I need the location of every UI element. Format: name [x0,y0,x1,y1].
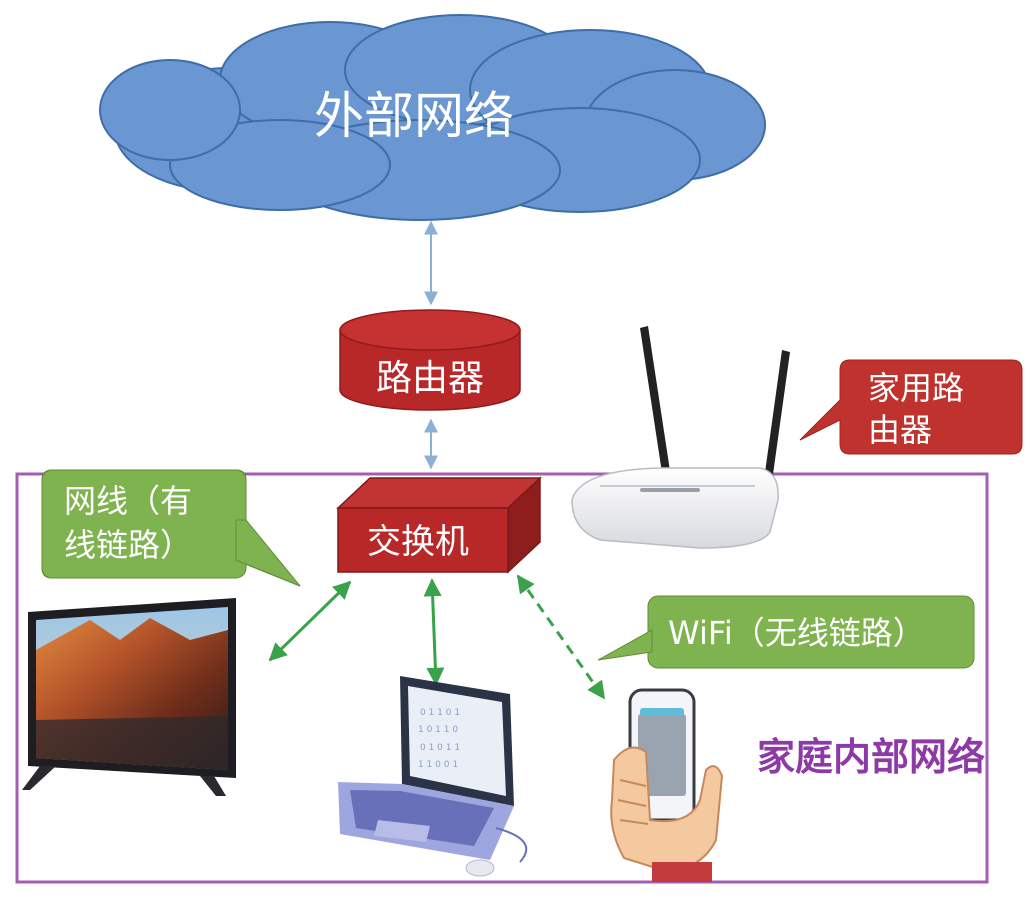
switch-phone-wifi-link [516,574,606,700]
svg-text:1 0 1 1 0: 1 0 1 1 0 [418,725,458,735]
cloud-shape [99,14,766,221]
svg-text:0 1 1 0 1: 0 1 1 0 1 [420,708,460,718]
switch-tv-wired-link [268,580,352,662]
wifi-callout-text: WiFi（无线链路） [668,614,925,652]
router-antenna-right [762,350,790,496]
cloud-label: 外部网络 [314,87,514,145]
svg-text:0 1 0 1 1: 0 1 0 1 1 [420,743,460,753]
wifi-link-callout: WiFi（无线链路） [597,595,975,669]
laptop-device: 0 1 1 0 1 1 0 1 1 0 0 1 0 1 1 1 1 0 0 1 [338,676,528,877]
router-node: 路由器 [339,309,521,411]
wired-callout-line-2: 线链路） [64,526,192,564]
router-antenna-left [640,326,672,486]
tv-device [22,598,236,796]
home-router-callout: 家用路 由器 [799,359,1023,455]
home-network-boundary [15,472,989,884]
svg-text:1 1 0 0 1: 1 1 0 0 1 [418,760,458,770]
home-router-device [571,326,790,549]
external-network-cloud: 外部网络 [99,14,766,221]
switch-label: 交换机 [367,522,469,562]
smartphone-device [610,688,724,882]
switch-node: 交换机 [336,476,542,574]
router-label: 路由器 [376,358,484,399]
wired-callout-line-1: 网线（有 [64,482,192,520]
wired-link-callout: 网线（有 线链路） [41,469,301,587]
home-router-callout-line-2: 由器 [868,411,932,449]
switch-laptop-wired-link [423,578,445,686]
home-router-callout-line-1: 家用路 [868,369,964,407]
home-network-label: 家庭内部网络 [757,735,985,779]
